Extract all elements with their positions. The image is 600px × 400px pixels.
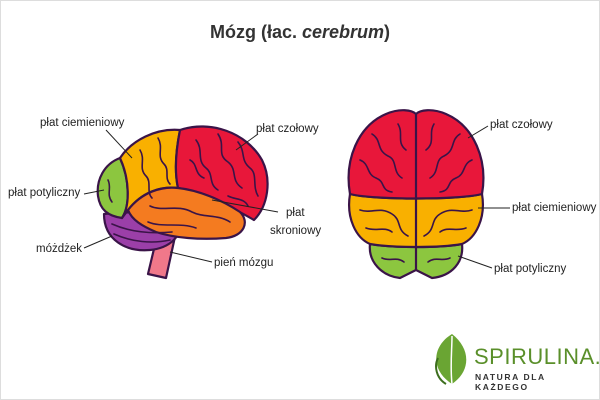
label-top-parietal: płat ciemieniowy (512, 202, 597, 214)
label-side-occipital: płat potyliczny (8, 187, 81, 199)
label-side-temporal-line1: płat (286, 207, 305, 219)
diagram-title: Mózg (łac. cerebrum) (209, 22, 391, 42)
leaf-icon (435, 334, 467, 385)
label-side-frontal: płat czołowy (256, 123, 319, 135)
label-top-frontal: płat czołowy (490, 119, 553, 131)
top-brain (347, 109, 485, 280)
side-brain (96, 125, 269, 280)
label-side-temporal-line2: skroniowy (270, 225, 322, 237)
top-brain-gyri (359, 123, 473, 263)
side-brain-gyri (107, 133, 259, 243)
label-side-parietal: płat ciemieniowy (40, 117, 125, 129)
leader-lines (83, 125, 510, 269)
label-top-occipital: płat potyliczny (494, 263, 567, 275)
brand-tagline: NATURA DLA KAŻDEGO (475, 372, 546, 392)
label-brainstem: pień mózgu (214, 257, 274, 269)
label-cerebellum: móżdżek (36, 243, 83, 255)
brand-logo-text: SPIRULINA.PL (474, 344, 600, 369)
